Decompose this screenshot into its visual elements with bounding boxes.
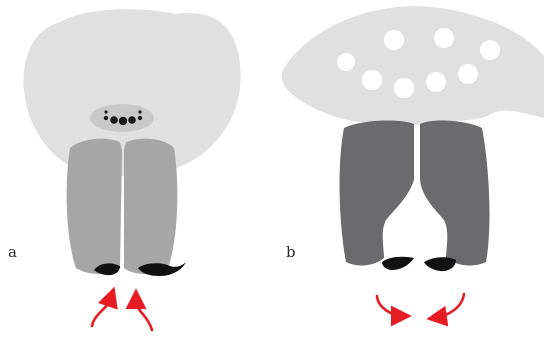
panel-a-arrow-left [92, 294, 112, 326]
panel-b-fang-right [424, 257, 456, 271]
panel-a: a [8, 9, 241, 330]
panel-b-arrow-right [434, 294, 464, 318]
panel-b-arrow-left [377, 296, 404, 316]
panel-b-label: b [286, 243, 296, 261]
panel-a-arrow-right [136, 296, 152, 330]
panel-b-fang-left [382, 257, 414, 270]
panel-b: b [282, 6, 544, 318]
panel-a-chelicera-left [67, 139, 122, 274]
panel-a-chelicera-right [124, 139, 177, 274]
panel-b-head [282, 6, 544, 125]
panel-a-label: a [8, 243, 17, 261]
